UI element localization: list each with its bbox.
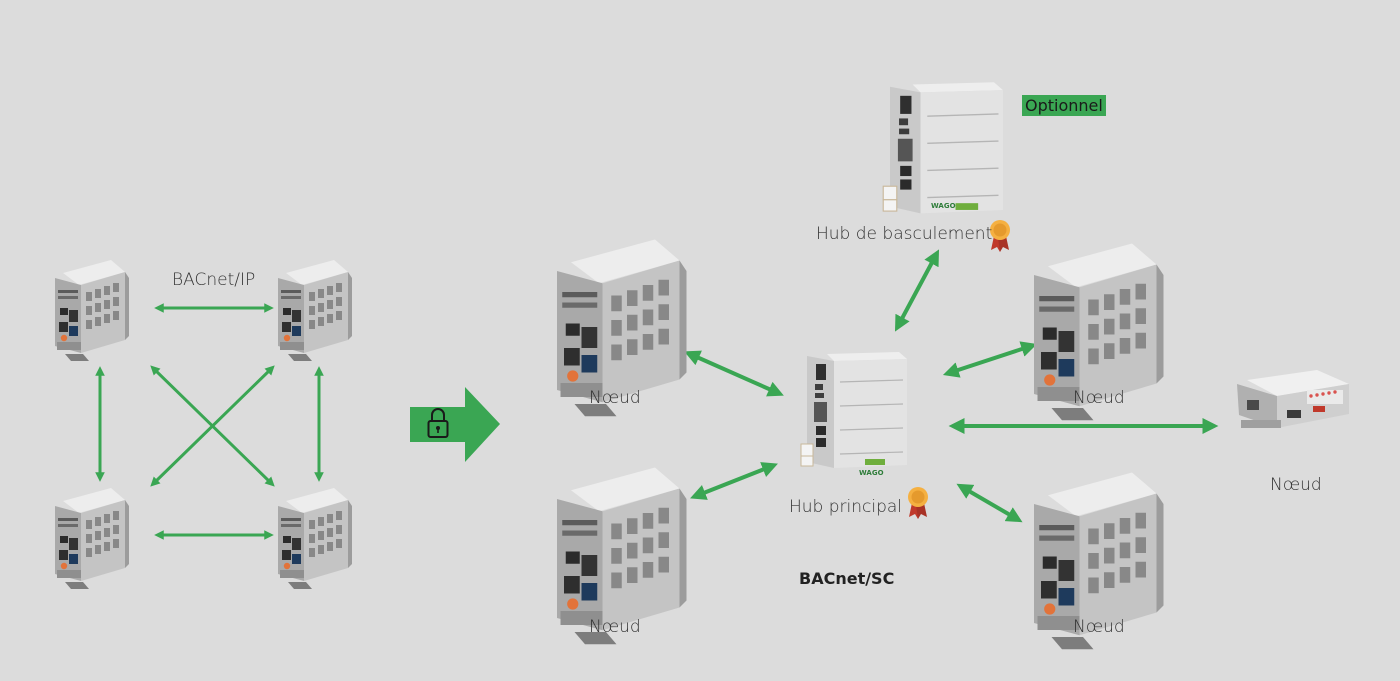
io-node-device [1237,370,1349,428]
node-label-far-right: Nœud [1270,475,1322,495]
link-sc-node-bl [690,462,778,500]
primary-hub-device [800,351,908,469]
node-label-bottom-right: Nœud [1073,617,1125,637]
link-sc-node-tr [942,341,1038,378]
controller-ip-bottom-left [55,488,129,589]
link-sc-node-tl [684,350,784,397]
bacnet-ip-mesh [95,303,324,540]
optional-badge: Optionnel [1022,95,1106,116]
wago-logo-primary: WAGO [859,469,884,477]
node-label-bottom-left: Nœud [589,617,641,637]
primary-hub-label: Hub principal [789,497,903,517]
controller-ip-top-right [278,260,352,361]
link-sc-node-br [956,483,1023,523]
big-right-arrow-icon [410,387,500,462]
failover-hub-device [882,81,1004,215]
ribbon-award-icon [908,487,928,519]
failover-hub-label: Hub de basculement [816,224,993,244]
ribbon-award-icon [990,220,1010,252]
bacnet-sc-label: BACnet/SC [799,569,895,588]
controller-ip-top-left [55,260,129,361]
controller-ip-bottom-right [278,488,352,589]
link-ip-diag-2 [150,365,275,487]
padlock-icon [427,408,449,438]
node-label-top-right: Nœud [1073,388,1125,408]
node-label-top-left: Nœud [589,388,641,408]
bacnet-ip-label: BACnet/IP [172,270,256,290]
wago-logo-failover: WAGO [931,202,956,210]
link-sc-failover [894,249,940,332]
bacnet-sc-links [684,249,1219,523]
